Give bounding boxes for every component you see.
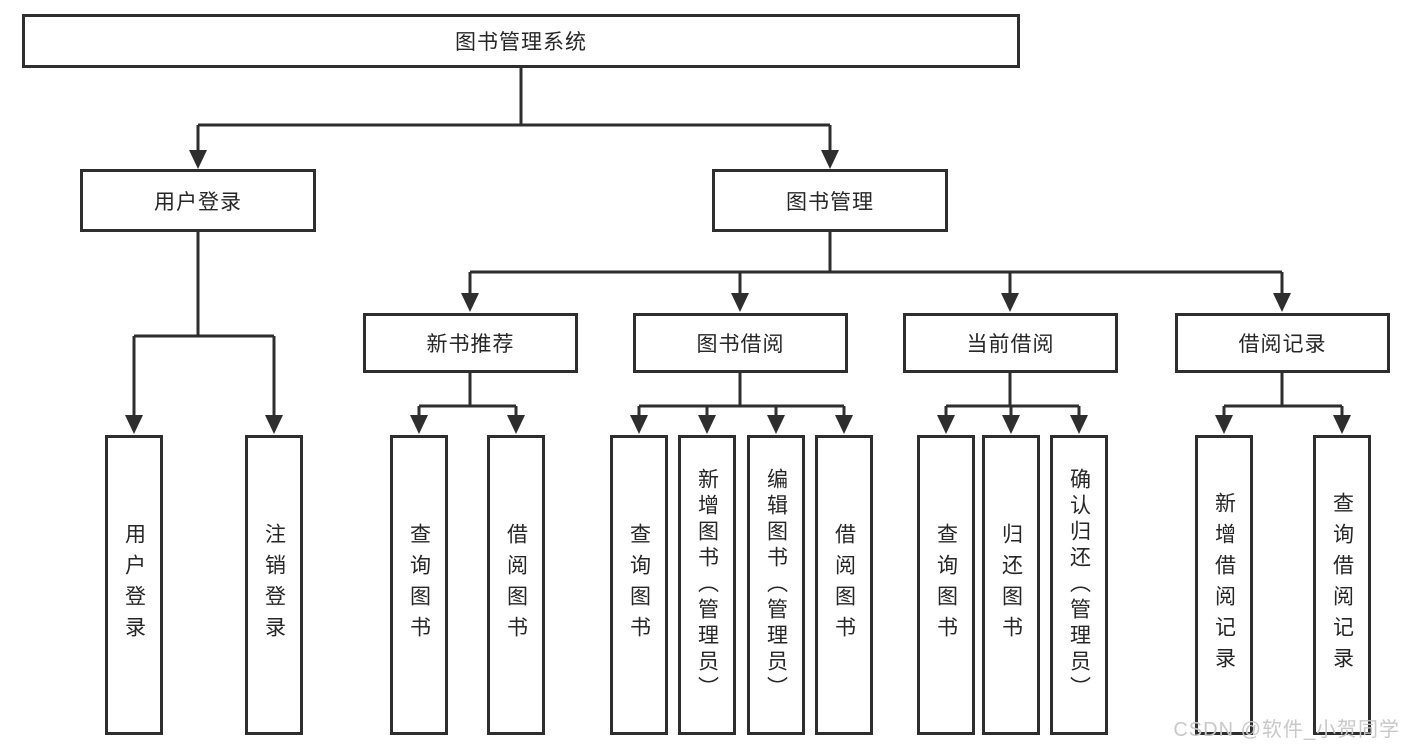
arrowhead bbox=[1333, 415, 1351, 434]
node-label: 用户登录 bbox=[122, 523, 146, 647]
arrowhead bbox=[731, 293, 749, 312]
node-label: 查询图书 bbox=[407, 523, 431, 647]
node-user-login: 用户登录 bbox=[80, 169, 316, 232]
connector-user-login bbox=[132, 232, 276, 416]
arrowhead bbox=[461, 293, 479, 312]
node-leaf-confirm-return-admin: 确认归还（管理员） bbox=[1050, 435, 1108, 735]
node-label: 借阅记录 bbox=[1238, 333, 1327, 356]
node-label: 查询图书 bbox=[934, 523, 958, 647]
node-label: 归还图书 bbox=[999, 523, 1023, 647]
node-leaf-logout: 注销登录 bbox=[245, 435, 303, 735]
node-label: 查询图书 bbox=[627, 523, 651, 647]
connector-book-management bbox=[468, 232, 1284, 294]
node-book-management: 图书管理 bbox=[712, 169, 948, 232]
arrowhead bbox=[835, 415, 853, 434]
node-leaf-borrow-books-recommend: 借阅图书 bbox=[487, 435, 545, 735]
watermark-text: CSDN @软件_小贺同学 bbox=[1173, 719, 1400, 741]
node-label: 新增图书（管理员） bbox=[695, 468, 719, 702]
node-label: 图书管理 bbox=[786, 190, 874, 214]
node-current-borrow: 当前借阅 bbox=[903, 313, 1118, 373]
node-label: 用户登录 bbox=[154, 190, 242, 214]
node-label: 图书管理系统 bbox=[455, 31, 587, 54]
arrowhead bbox=[125, 415, 143, 434]
node-leaf-query-books-current: 查询图书 bbox=[917, 435, 975, 735]
node-label: 图书借阅 bbox=[696, 333, 785, 356]
node-label: 当前借阅 bbox=[966, 333, 1055, 356]
node-label: 确认归还（管理员） bbox=[1067, 468, 1091, 702]
connector-new-book-recommend bbox=[417, 373, 518, 416]
arrowhead bbox=[265, 415, 283, 434]
arrowhead bbox=[630, 415, 648, 434]
arrowhead bbox=[507, 415, 525, 434]
arrowhead bbox=[1001, 293, 1019, 312]
node-leaf-edit-book-admin: 编辑图书（管理员） bbox=[747, 435, 805, 735]
node-leaf-query-books-borrow: 查询图书 bbox=[610, 435, 668, 735]
arrowhead bbox=[1002, 415, 1020, 434]
node-label: 编辑图书（管理员） bbox=[764, 468, 788, 702]
node-leaf-query-books-recommend: 查询图书 bbox=[390, 435, 448, 735]
arrowhead bbox=[767, 415, 785, 434]
arrowhead bbox=[189, 150, 207, 169]
arrowhead bbox=[821, 150, 839, 169]
node-label: 注销登录 bbox=[262, 523, 286, 647]
node-label: 查询借阅记录 bbox=[1330, 492, 1354, 678]
node-leaf-return-book: 归还图书 bbox=[982, 435, 1040, 735]
node-label: 新书推荐 bbox=[426, 333, 515, 356]
node-label: 借阅图书 bbox=[832, 523, 856, 647]
node-book-borrow: 图书借阅 bbox=[633, 313, 848, 373]
arrowhead bbox=[1070, 415, 1088, 434]
node-label: 新增借阅记录 bbox=[1212, 492, 1236, 678]
node-borrow-records: 借阅记录 bbox=[1175, 313, 1390, 373]
connector-borrow-records bbox=[1222, 373, 1344, 416]
arrowhead bbox=[410, 415, 428, 434]
node-leaf-add-book-admin: 新增图书（管理员） bbox=[678, 435, 736, 735]
arrowhead bbox=[937, 415, 955, 434]
node-new-book-recommend: 新书推荐 bbox=[363, 313, 578, 373]
node-label: 借阅图书 bbox=[504, 523, 528, 647]
connector-book-borrow bbox=[637, 373, 846, 416]
arrowhead bbox=[1273, 293, 1291, 312]
node-leaf-query-borrow-record: 查询借阅记录 bbox=[1313, 435, 1371, 735]
arrowhead bbox=[1215, 415, 1233, 434]
node-library-management-system: 图书管理系统 bbox=[22, 14, 1020, 68]
node-leaf-borrow-books-borrow: 借阅图书 bbox=[815, 435, 873, 735]
connector-current-borrow bbox=[944, 373, 1081, 416]
node-leaf-add-borrow-record: 新增借阅记录 bbox=[1195, 435, 1253, 735]
node-leaf-user-login: 用户登录 bbox=[105, 435, 163, 735]
connector-root bbox=[196, 68, 832, 152]
arrowhead bbox=[698, 415, 716, 434]
